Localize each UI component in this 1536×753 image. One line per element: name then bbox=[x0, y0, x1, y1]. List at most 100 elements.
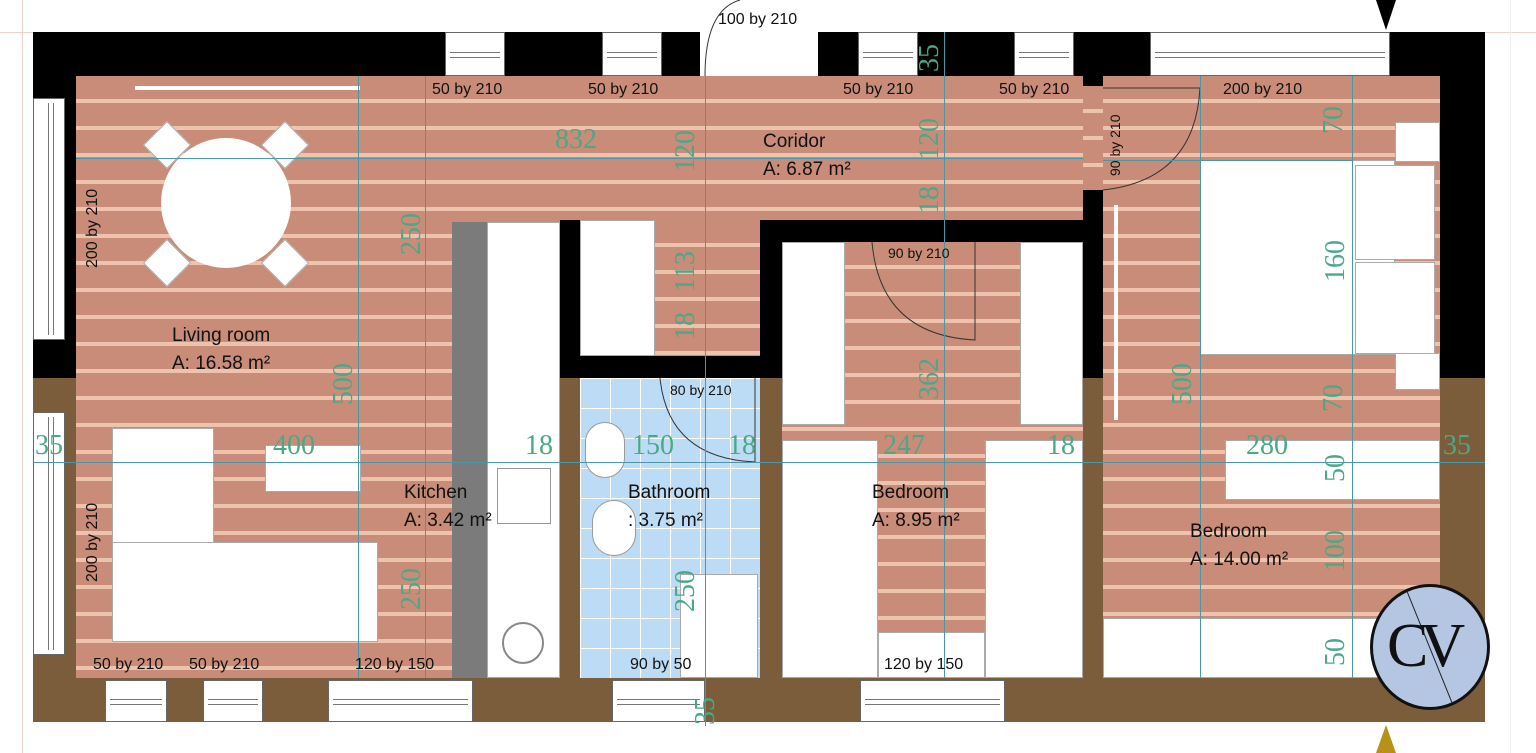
dimension-label: 500 bbox=[1167, 363, 1198, 405]
dimension-label: 362 bbox=[914, 358, 945, 400]
opening-label: 50 by 210 bbox=[843, 81, 914, 98]
interior-wall bbox=[1083, 378, 1103, 678]
opening-label: 90 by 210 bbox=[1107, 114, 1123, 177]
dimension-label: 18 bbox=[728, 430, 756, 461]
guide-line bbox=[22, 0, 23, 753]
toilet bbox=[592, 500, 636, 556]
kitchen-counter bbox=[487, 222, 560, 678]
opening-label: 80 by 210 bbox=[670, 382, 732, 398]
room-name: Coridor bbox=[763, 131, 826, 152]
stove bbox=[497, 468, 551, 524]
pillow bbox=[1355, 262, 1435, 354]
dimension-label: 247 bbox=[883, 430, 925, 461]
dimension-line bbox=[1200, 76, 1201, 678]
dining-table bbox=[161, 138, 291, 268]
interior-wall bbox=[560, 378, 580, 678]
dimension-label: 280 bbox=[1246, 430, 1288, 461]
sink bbox=[502, 622, 544, 664]
opening-label: 50 by 210 bbox=[588, 81, 659, 98]
dimension-label: 50 bbox=[1320, 638, 1351, 666]
window bbox=[328, 680, 473, 722]
bed bbox=[985, 440, 1083, 678]
dimension-label: 35 bbox=[914, 44, 945, 72]
window bbox=[33, 412, 65, 655]
washbasin bbox=[585, 422, 625, 478]
dimension-line bbox=[944, 32, 945, 678]
window bbox=[858, 32, 918, 76]
logo-text: CV bbox=[1387, 612, 1465, 680]
dimension-line bbox=[33, 462, 1485, 463]
dimension-line bbox=[1103, 160, 1353, 161]
interior-wall bbox=[760, 220, 782, 378]
room-name: Living room bbox=[172, 325, 271, 346]
dimension-label: 150 bbox=[632, 430, 674, 461]
window bbox=[445, 32, 505, 76]
bedroom-wall bbox=[782, 220, 870, 242]
bed bbox=[782, 440, 878, 678]
dimension-label: 18 bbox=[914, 186, 945, 214]
wardrobe bbox=[1020, 242, 1083, 425]
dimension-label: 400 bbox=[273, 430, 315, 461]
dimension-label: 113 bbox=[670, 251, 701, 292]
opening-label: 90 by 210 bbox=[888, 245, 950, 261]
dimension-label: 18 bbox=[670, 312, 701, 340]
dimension-label: 160 bbox=[1320, 240, 1351, 282]
bathroom-wall bbox=[752, 356, 760, 378]
opening-label: 100 by 210 bbox=[718, 11, 798, 28]
dimension-label: 35 bbox=[35, 430, 63, 461]
dimension-label: 18 bbox=[525, 430, 553, 461]
north-arrow-icon bbox=[1376, 0, 1396, 30]
room-name: Bedroom bbox=[872, 482, 950, 503]
dimension-line bbox=[425, 76, 426, 678]
room-label-bathroom: Bathroom: 3.75 m² bbox=[628, 479, 710, 535]
dimension-label: 50 bbox=[1320, 454, 1351, 482]
coffee-table bbox=[265, 445, 361, 492]
opening-label: 200 by 210 bbox=[84, 188, 101, 268]
interior-wall bbox=[1083, 190, 1103, 378]
interior-wall bbox=[560, 220, 580, 378]
dimension-label: 832 bbox=[555, 124, 597, 155]
opening-label: 50 by 210 bbox=[999, 81, 1070, 98]
dimension-label: 120 bbox=[670, 130, 701, 172]
nightstand bbox=[1395, 122, 1440, 162]
pillow bbox=[1355, 165, 1435, 260]
closet bbox=[580, 220, 655, 356]
nightstand bbox=[878, 632, 985, 678]
opening-label: 50 by 210 bbox=[93, 656, 164, 673]
opening-label: 200 by 210 bbox=[84, 502, 101, 582]
dimension-label: 120 bbox=[914, 118, 945, 160]
dimension-label: 35 bbox=[1443, 430, 1471, 461]
kitchen-counter-top bbox=[452, 222, 487, 678]
nightstand bbox=[1395, 353, 1440, 390]
room-area: : 3.75 m² bbox=[628, 510, 703, 531]
room-area: A: 14.00 m² bbox=[1190, 549, 1289, 570]
dimension-label: 250 bbox=[670, 570, 701, 612]
dimension-line bbox=[358, 76, 359, 678]
room-area: A: 8.95 m² bbox=[872, 510, 960, 531]
wardrobe bbox=[782, 242, 845, 425]
desk bbox=[1225, 440, 1440, 500]
interior-wall bbox=[760, 378, 782, 678]
south-arrow-icon bbox=[1376, 725, 1396, 753]
room-label-bedroom: Bedroom A: 8.95 m² bbox=[872, 479, 960, 535]
interior-wall bbox=[1083, 76, 1103, 86]
window bbox=[612, 680, 705, 722]
dimension-label: 18 bbox=[1047, 430, 1075, 461]
window bbox=[860, 680, 1005, 722]
dimension-label: 70 bbox=[1318, 384, 1349, 412]
opening-label: 50 by 210 bbox=[432, 81, 503, 98]
window bbox=[1014, 32, 1074, 76]
shower bbox=[680, 574, 758, 678]
dimension-line bbox=[76, 158, 1083, 159]
room-area: A: 16.58 m² bbox=[172, 353, 271, 374]
window bbox=[1150, 32, 1390, 76]
corridor-nook bbox=[655, 220, 760, 356]
entrance-door bbox=[700, 32, 818, 76]
bathroom-wall bbox=[580, 356, 658, 378]
opening-label: 120 by 150 bbox=[884, 656, 964, 673]
window bbox=[33, 98, 65, 340]
